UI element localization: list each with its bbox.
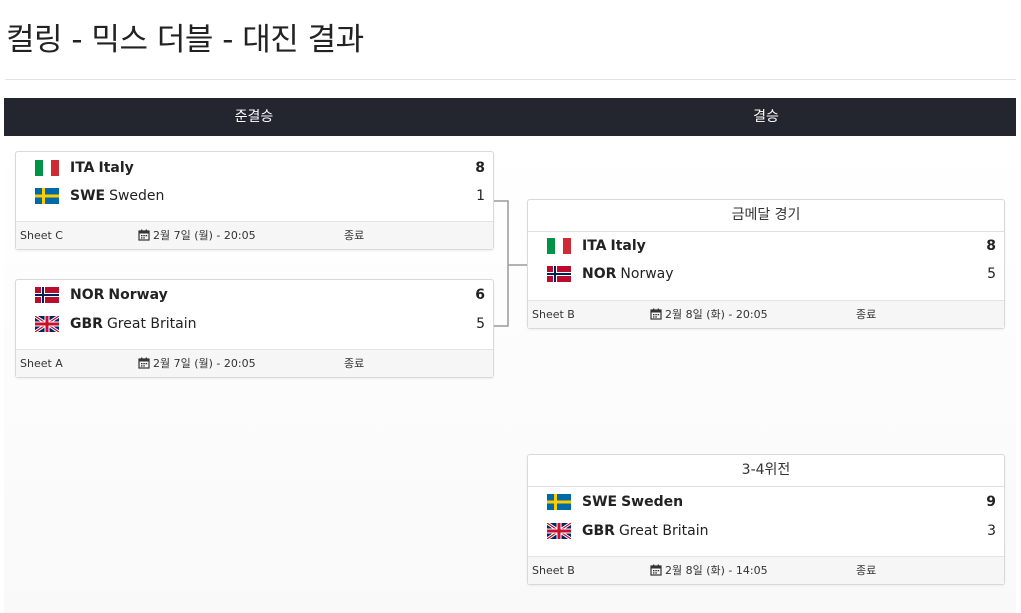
- flag-icon-swe: [547, 494, 571, 510]
- match-status: 종료: [856, 564, 877, 577]
- match-datetime: 2월 7일 (월) - 20:05: [138, 350, 256, 379]
- team-score: 5: [476, 316, 485, 332]
- team-score: 8: [986, 238, 996, 254]
- flag-icon-gbr: [546, 521, 572, 541]
- flag-icon-ita: [35, 160, 59, 176]
- flag-icon-swe: [35, 188, 59, 204]
- match-footer: Sheet B 2월 8일 (화) - 20:05 종료: [528, 300, 1004, 328]
- match-title: 3-4위전: [528, 455, 1004, 487]
- round-label-final: 결승: [753, 109, 779, 125]
- match-footer: Sheet A 2월 7일 (월) - 20:05 종료: [16, 349, 493, 377]
- match-footer: Sheet C 2월 7일 (월) - 20:05 종료: [16, 221, 493, 249]
- team-score: 1: [476, 188, 485, 204]
- calendar-icon: [138, 352, 150, 379]
- sheet-label: Sheet B: [532, 564, 575, 577]
- round-header-bar: 준결승 결승: [4, 98, 1016, 136]
- match-datetime: 2월 7일 (월) - 20:05: [138, 222, 256, 251]
- calendar-icon: [650, 559, 662, 586]
- flag-icon-gbr: [34, 314, 60, 334]
- calendar-icon: [138, 224, 150, 251]
- flag-icon-nor: [547, 266, 571, 282]
- title-divider: [5, 79, 1016, 80]
- match-title: 금메달 경기: [528, 200, 1004, 232]
- bracket-connector: [493, 200, 527, 327]
- sheet-label: Sheet C: [20, 229, 63, 242]
- team-score: 8: [475, 160, 485, 176]
- match-footer: Sheet B 2월 8일 (화) - 14:05 종료: [528, 556, 1004, 584]
- sheet-label: Sheet A: [20, 357, 63, 370]
- flag-icon-ita: [547, 238, 571, 254]
- round-label-semifinal: 준결승: [234, 109, 274, 125]
- sheet-label: Sheet B: [532, 308, 575, 321]
- team-score: 9: [986, 494, 996, 510]
- match-datetime: 2월 8일 (화) - 20:05: [650, 301, 768, 330]
- page-title: 컬링 - 믹스 더블 - 대진 결과: [6, 22, 364, 58]
- team-score: 6: [475, 287, 485, 303]
- team-score: 5: [987, 266, 996, 282]
- match-datetime: 2월 8일 (화) - 14:05: [650, 557, 768, 586]
- match-status: 종료: [856, 308, 877, 321]
- team-score: 3: [987, 523, 996, 539]
- match-status: 종료: [344, 229, 365, 242]
- match-status: 종료: [344, 357, 365, 370]
- flag-icon-nor: [35, 287, 59, 303]
- calendar-icon: [650, 303, 662, 330]
